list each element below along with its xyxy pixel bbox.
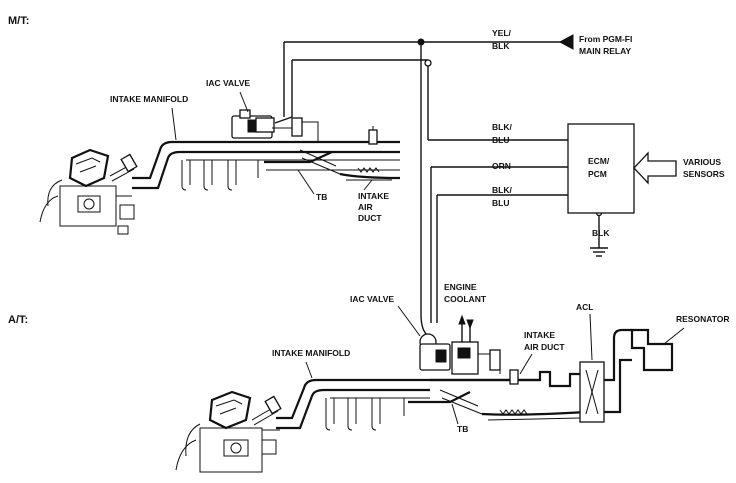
mt-intake-air-duct-2: AIR bbox=[358, 202, 373, 212]
resonator-label: RESONATOR bbox=[676, 314, 730, 324]
mt-intake-air-duct-1: INTAKE bbox=[358, 191, 389, 201]
acl-label: ACL bbox=[576, 302, 593, 312]
main-relay-arrow bbox=[558, 34, 574, 50]
main-relay-label-2: MAIN RELAY bbox=[579, 46, 631, 56]
wire-crossover bbox=[424, 59, 432, 67]
mt-tb-label: TB bbox=[316, 192, 327, 202]
sensors-arrow bbox=[633, 151, 677, 185]
at-iac-valve-label: IAC VALVE bbox=[350, 294, 394, 304]
power-wire-label-bottom: BLK bbox=[492, 41, 510, 51]
sensors-label-1: VARIOUS bbox=[683, 157, 721, 167]
ecm-label-1: ECM/ bbox=[588, 156, 610, 166]
at-intake-air-duct-1: INTAKE bbox=[524, 330, 555, 340]
ecm-label-2: PCM bbox=[588, 169, 607, 179]
main-relay-label-1: From PGM-FI bbox=[579, 34, 632, 44]
ecm-wire-2-label: ORN bbox=[492, 161, 511, 171]
wiring bbox=[283, 34, 608, 337]
ecm-wire-3-bottom: BLU bbox=[492, 198, 509, 208]
mt-intake-air-duct-3: DUCT bbox=[358, 213, 382, 223]
mt-engine-assembly bbox=[39, 109, 401, 235]
at-section-label: A/T: bbox=[8, 314, 28, 326]
power-wire-label-top: YEL/ bbox=[492, 28, 512, 38]
engine-coolant-label-2: COOLANT bbox=[444, 294, 487, 304]
ground-wire-label: BLK bbox=[592, 228, 610, 238]
at-tb-label: TB bbox=[457, 424, 468, 434]
mt-iac-valve-label: IAC VALVE bbox=[206, 78, 250, 88]
sensors-label-2: SENSORS bbox=[683, 169, 725, 179]
mt-intake-manifold-label: INTAKE MANIFOLD bbox=[110, 94, 188, 104]
ecm-wire-1-bottom: BLU bbox=[492, 135, 509, 145]
at-intake-air-duct-2: AIR DUCT bbox=[524, 342, 565, 352]
at-engine-assembly bbox=[175, 314, 674, 473]
at-intake-manifold-label: INTAKE MANIFOLD bbox=[272, 348, 350, 358]
mt-section-label: M/T: bbox=[8, 15, 29, 27]
ecm-wire-3-top: BLK/ bbox=[492, 185, 512, 195]
resonator bbox=[630, 328, 674, 372]
engine-coolant-label-1: ENGINE bbox=[444, 282, 477, 292]
ecm-wire-1-top: BLK/ bbox=[492, 122, 512, 132]
